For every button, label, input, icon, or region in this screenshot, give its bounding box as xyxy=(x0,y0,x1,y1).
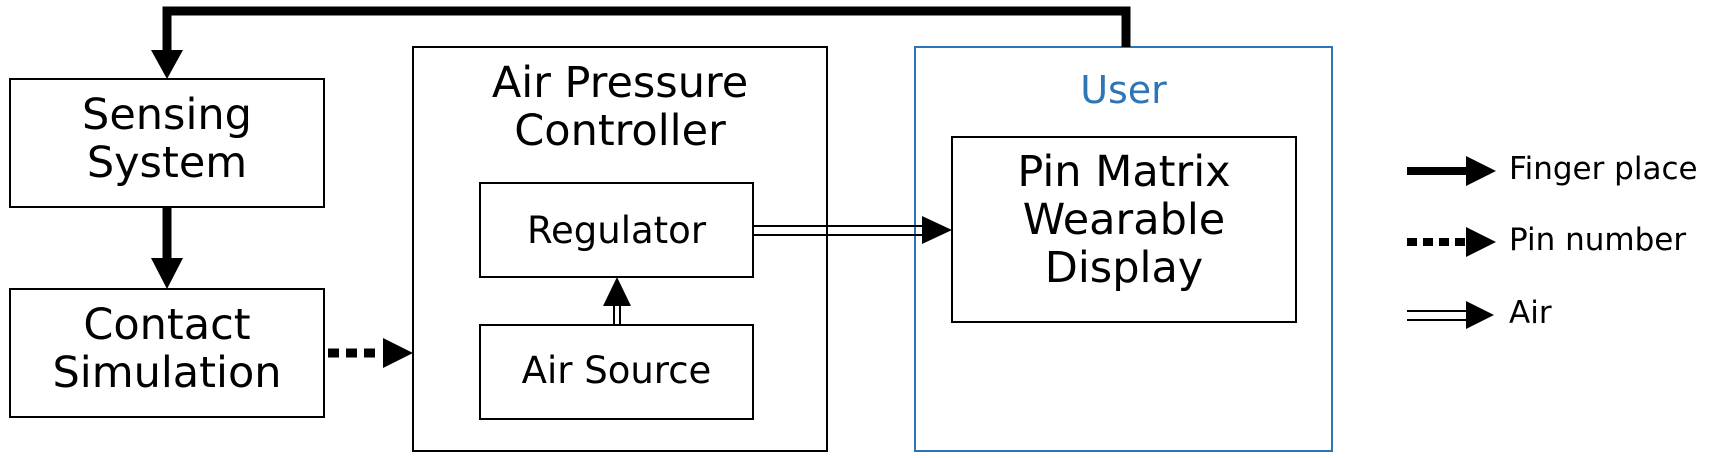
legend-pin-number-label: Pin number xyxy=(1509,222,1687,258)
air-pressure-controller-label: Air Pressure Controller xyxy=(491,58,749,157)
pin-matrix-display-box xyxy=(951,136,1297,323)
pin-matrix-display-label: Pin Matrix Wearable Display xyxy=(1017,147,1231,294)
regulator-label: Regulator xyxy=(526,209,707,252)
legend-finger-place-label: Finger place xyxy=(1509,151,1698,187)
regulator-to-display-arrowhead xyxy=(922,216,952,244)
air-source-box xyxy=(479,324,754,420)
sensing-system-label: Sensing System xyxy=(82,90,252,189)
legend-finger-place-arrowhead xyxy=(1466,156,1496,186)
finger-place-feedback-arrowhead xyxy=(151,50,183,79)
user-label: User xyxy=(1080,68,1167,112)
finger-place-down-arrowhead xyxy=(151,258,183,289)
contact-simulation-box xyxy=(9,288,325,418)
contact-simulation-label: Contact Simulation xyxy=(52,300,282,399)
air-source-to-regulator-arrowhead xyxy=(603,277,631,306)
legend-pin-number-arrowhead xyxy=(1466,227,1496,257)
air-source-label: Air Source xyxy=(521,349,712,392)
legend-air-label: Air xyxy=(1509,295,1552,331)
sensing-system-box xyxy=(9,78,325,208)
legend-air-arrowhead xyxy=(1466,301,1494,329)
pin-number-arrowhead xyxy=(383,338,413,368)
finger-place-feedback-line xyxy=(162,6,1131,52)
regulator-box xyxy=(479,182,754,278)
